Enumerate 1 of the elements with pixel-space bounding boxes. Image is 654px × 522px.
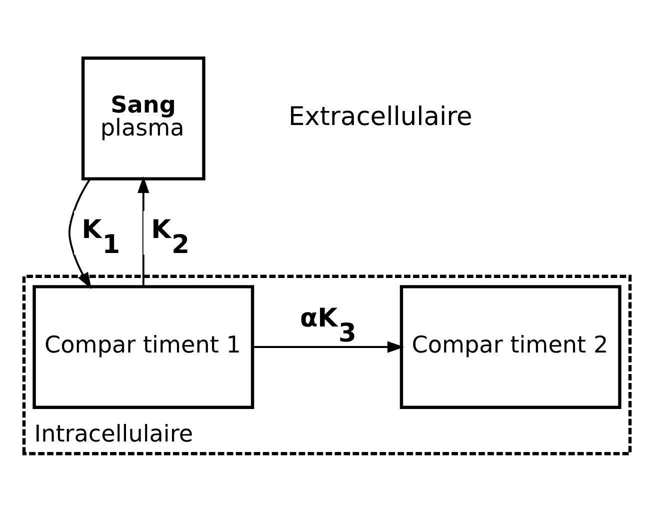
label: Extracellulaire [288, 102, 472, 132]
